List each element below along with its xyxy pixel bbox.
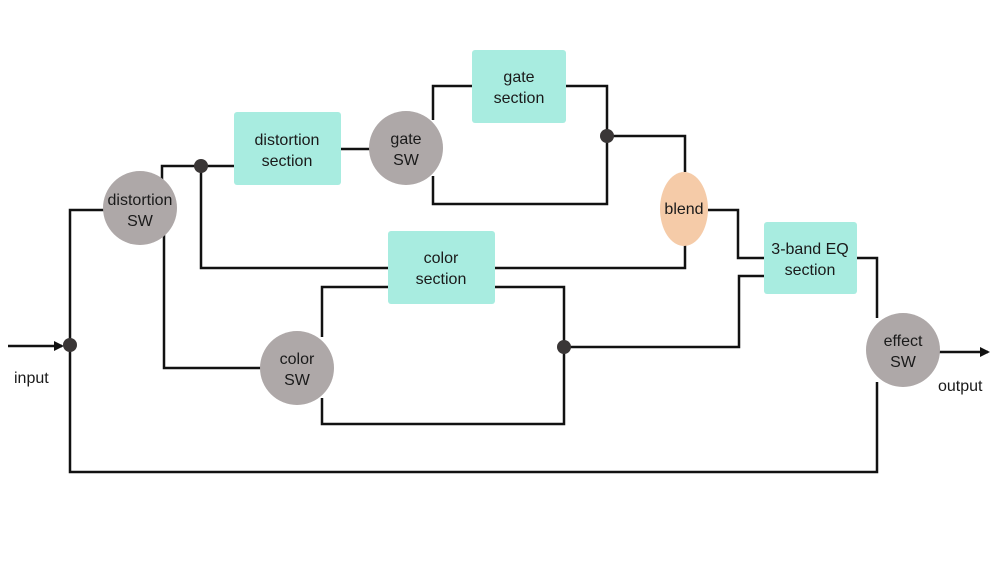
gate-sw-label-1: gate (390, 131, 421, 148)
input-label: input (14, 370, 49, 387)
wire-distortion-sw-to-color-sw (162, 234, 262, 370)
distortion-section-block: distortion section (234, 112, 341, 185)
color-section-label-1: color (424, 250, 459, 267)
blend-node: blend (660, 172, 708, 246)
junction-distortion (194, 159, 208, 173)
effect-sw-node: effect SW (866, 313, 940, 387)
wire-color-junction-to-eq (564, 274, 764, 349)
distortion-sw-node: distortion SW (103, 171, 177, 245)
gate-sw-node: gate SW (369, 111, 443, 185)
wire-color-sw-to-color-section (320, 285, 388, 337)
color-section-label-2: section (416, 271, 467, 288)
wire-gate-bypass (431, 136, 609, 206)
color-sw-node: color SW (260, 331, 334, 405)
eq-section-label-1: 3-band EQ (771, 241, 848, 258)
junction-gate (600, 129, 614, 143)
wire-clean-to-blend (199, 166, 687, 270)
wire-gate-section-to-junction (566, 84, 609, 136)
wire-color-section-to-junction (495, 285, 566, 347)
effect-sw-label-1: effect (884, 333, 923, 350)
distortion-section-label-2: section (262, 153, 313, 170)
gate-section-block: gate section (472, 50, 566, 123)
blend-label: blend (664, 201, 703, 218)
wire-gate-junction-to-blend (607, 134, 687, 172)
wires (8, 84, 990, 474)
eq-section-label-2: section (785, 262, 836, 279)
wire-color-bypass (320, 347, 566, 426)
wire-eq-to-effect-sw (857, 256, 879, 318)
eq-section-block: 3-band EQ section (764, 222, 857, 294)
wire-gate-sw-to-gate-section (431, 84, 472, 120)
color-section-block: color section (388, 231, 495, 304)
distortion-sw-label-2: SW (127, 213, 154, 230)
wire-blend-to-eq (708, 208, 764, 260)
effect-sw-label-2: SW (890, 354, 917, 371)
gate-section-label-2: section (494, 90, 545, 107)
output-label: output (938, 378, 983, 395)
wire-bypass-to-effect-sw (68, 346, 879, 474)
distortion-sw-label-1: distortion (108, 192, 173, 209)
junction-input (63, 338, 77, 352)
junctions (63, 129, 614, 354)
gate-sw-label-2: SW (393, 152, 420, 169)
wire-input-to-distortion-sw (68, 208, 104, 346)
junction-color (557, 340, 571, 354)
gate-section-label-1: gate (503, 69, 534, 86)
distortion-section-label-1: distortion (255, 132, 320, 149)
color-sw-label-1: color (280, 351, 315, 368)
color-sw-label-2: SW (284, 372, 311, 389)
